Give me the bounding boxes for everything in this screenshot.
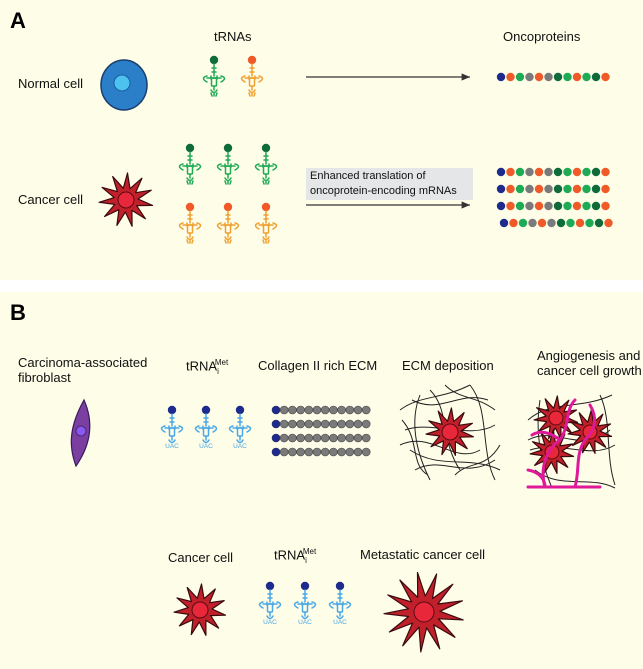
oncoproteins-label: Oncoproteins <box>503 29 581 44</box>
trna-icon <box>254 143 278 185</box>
trna-met-text: tRNA <box>186 358 218 374</box>
anticodon-label: UAC <box>333 619 347 626</box>
anticodon-label: UAC <box>263 619 277 626</box>
metastatic-label: Metastatic cancer cell <box>360 547 485 562</box>
fibroblast-icon <box>70 398 91 468</box>
arrow-box-line1: Enhanced translation of <box>310 170 426 182</box>
oncoprotein-chain-icon <box>499 218 613 228</box>
panel-a <box>0 0 643 280</box>
trna-met-sup: Met <box>214 358 229 367</box>
normal-cell-label: Normal cell <box>18 76 84 91</box>
trna-icon <box>216 143 240 185</box>
trna-icon: UAC <box>293 581 317 626</box>
arrow-box-line2: oncoprotein-encoding mRNAs <box>310 185 457 197</box>
trna-icon: UAC <box>160 405 184 450</box>
trna-icon <box>178 143 202 185</box>
trna-met-sub-2: i <box>305 555 307 565</box>
cancer-cell-icon <box>533 395 579 440</box>
blood-vessel-icon <box>526 398 602 489</box>
trnas-label: tRNAs <box>214 29 252 44</box>
ecm-label: ECM deposition <box>402 358 494 373</box>
normal-cell-icon <box>100 59 148 111</box>
panel-b <box>0 292 643 669</box>
trna-met-label: tRNAiMet <box>186 358 232 376</box>
cancer-cell-icon <box>173 583 227 636</box>
caf-label-line2: fibroblast <box>18 370 71 385</box>
anticodon-label: UAC <box>233 443 247 450</box>
trna-met-text-2: tRNA <box>274 547 306 563</box>
trna-icon <box>254 202 278 244</box>
cancer-cell-icon <box>425 407 475 456</box>
arrow-label-box <box>306 168 473 200</box>
oncoprotein-chain-icon <box>496 201 610 211</box>
cancer-cell-label: Cancer cell <box>18 192 84 207</box>
cancer-cell-icon <box>383 571 464 653</box>
trna-icon <box>178 202 202 244</box>
anticodon-label: UAC <box>199 443 213 450</box>
anticodon-label: UAC <box>165 443 179 450</box>
trna-icon: UAC <box>328 581 352 626</box>
trna-met-sup-2: Met <box>302 547 317 556</box>
cancer-cell-label-b: Cancer cell <box>168 550 234 565</box>
angio-label-line2: cancer cell growth <box>537 363 642 378</box>
caf-label-line1: Carcinoma-associated <box>18 355 148 370</box>
angio-label-line1: Angiogenesis and <box>537 348 641 363</box>
trna-met-sub: i <box>217 366 219 376</box>
panel-a-letter: A <box>10 8 26 33</box>
trna-icon: UAC <box>194 405 218 450</box>
collagen-label: Collagen II rich ECM <box>258 358 378 373</box>
trna-icon <box>216 202 240 244</box>
panel-b-letter: B <box>10 300 26 325</box>
trna-icon: UAC <box>228 405 252 450</box>
cancer-cell-icon <box>98 172 154 227</box>
collagen-icon <box>271 405 371 457</box>
trna-icon <box>202 55 226 97</box>
trna-met-label-2: tRNAiMet <box>274 547 320 565</box>
oncoprotein-chain-icon <box>496 72 610 82</box>
anticodon-label: UAC <box>298 619 312 626</box>
oncoprotein-chain-icon <box>496 184 610 194</box>
oncoprotein-chain-icon <box>496 167 610 177</box>
trna-icon: UAC <box>258 581 282 626</box>
trna-icon <box>240 55 264 97</box>
